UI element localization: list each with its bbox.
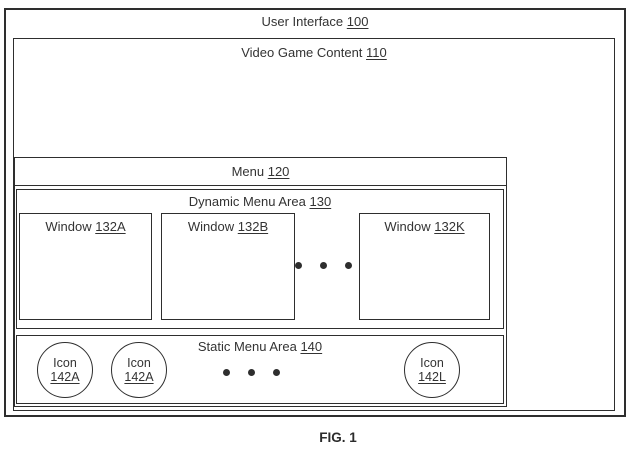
video-game-content-ref: 110 (366, 45, 387, 60)
window-132k-label-text: Window (384, 219, 431, 234)
video-game-content-box: Video Game Content 110 Menu 120 Dynamic … (13, 38, 615, 411)
icon-142a2-ref: 142A (124, 370, 154, 384)
window-132k-label: Window 132K (360, 214, 489, 234)
icon-142l-ref: 142L (418, 370, 446, 384)
dot-icon (320, 262, 327, 269)
window-132a-box: Window 132A (19, 213, 152, 320)
figure-caption: FIG. 1 (319, 430, 357, 445)
video-game-content-label: Video Game Content 110 (14, 45, 614, 60)
dynamic-menu-area-ref: 130 (309, 194, 332, 209)
window-132b-ref: 132B (237, 219, 269, 234)
window-132b-box: Window 132B (161, 213, 295, 320)
icon-142a2-circle: Icon 142A (111, 342, 167, 398)
dynamic-menu-area-box: Dynamic Menu Area 130 Window 132A Window… (16, 189, 504, 329)
menu-header: Menu 120 (15, 158, 506, 186)
icon-142a2-label: Icon (127, 356, 151, 370)
icon-142l-label: Icon (420, 356, 444, 370)
menu-box: Menu 120 Dynamic Menu Area 130 Window 13… (14, 157, 507, 407)
dot-icon (248, 369, 255, 376)
ellipsis-dots-icon (295, 262, 352, 269)
static-menu-area-ref: 140 (300, 339, 323, 354)
window-132a-label-text: Window (45, 219, 92, 234)
window-132a-label: Window 132A (20, 214, 151, 234)
static-menu-area-box: Static Menu Area 140 Icon 142A Icon 142A (16, 335, 504, 404)
dot-icon (223, 369, 230, 376)
user-interface-label: User Interface 100 (6, 14, 624, 29)
user-interface-ref: 100 (346, 14, 369, 29)
window-132b-label-text: Window (187, 219, 235, 234)
window-132k-box: Window 132K (359, 213, 490, 320)
video-game-content-label-text: Video Game Content (241, 45, 363, 60)
dynamic-menu-area-label-text: Dynamic Menu Area (188, 194, 306, 209)
icon-142a-circle: Icon 142A (37, 342, 93, 398)
dot-icon (273, 369, 280, 376)
dot-icon (295, 262, 302, 269)
window-132k-ref: 132K (434, 219, 465, 234)
window-132a-ref: 132A (95, 219, 126, 234)
static-menu-area-label-text: Static Menu Area (197, 339, 297, 354)
menu-label-text: Menu (231, 164, 265, 179)
window-132b-label: Window 132B (162, 214, 294, 234)
user-interface-box: User Interface 100 Video Game Content 11… (4, 8, 626, 417)
static-menu-area-label: Static Menu Area 140 (17, 339, 503, 354)
dot-icon (345, 262, 352, 269)
user-interface-label-text: User Interface (261, 14, 344, 29)
ellipsis-dots-icon (223, 369, 280, 376)
menu-label: Menu 120 (15, 164, 506, 179)
icon-142a-ref: 142A (50, 370, 80, 384)
icon-142l-circle: Icon 142L (404, 342, 460, 398)
menu-ref: 120 (267, 164, 290, 179)
icon-142a-label: Icon (53, 356, 77, 370)
dynamic-menu-area-label: Dynamic Menu Area 130 (17, 194, 503, 209)
